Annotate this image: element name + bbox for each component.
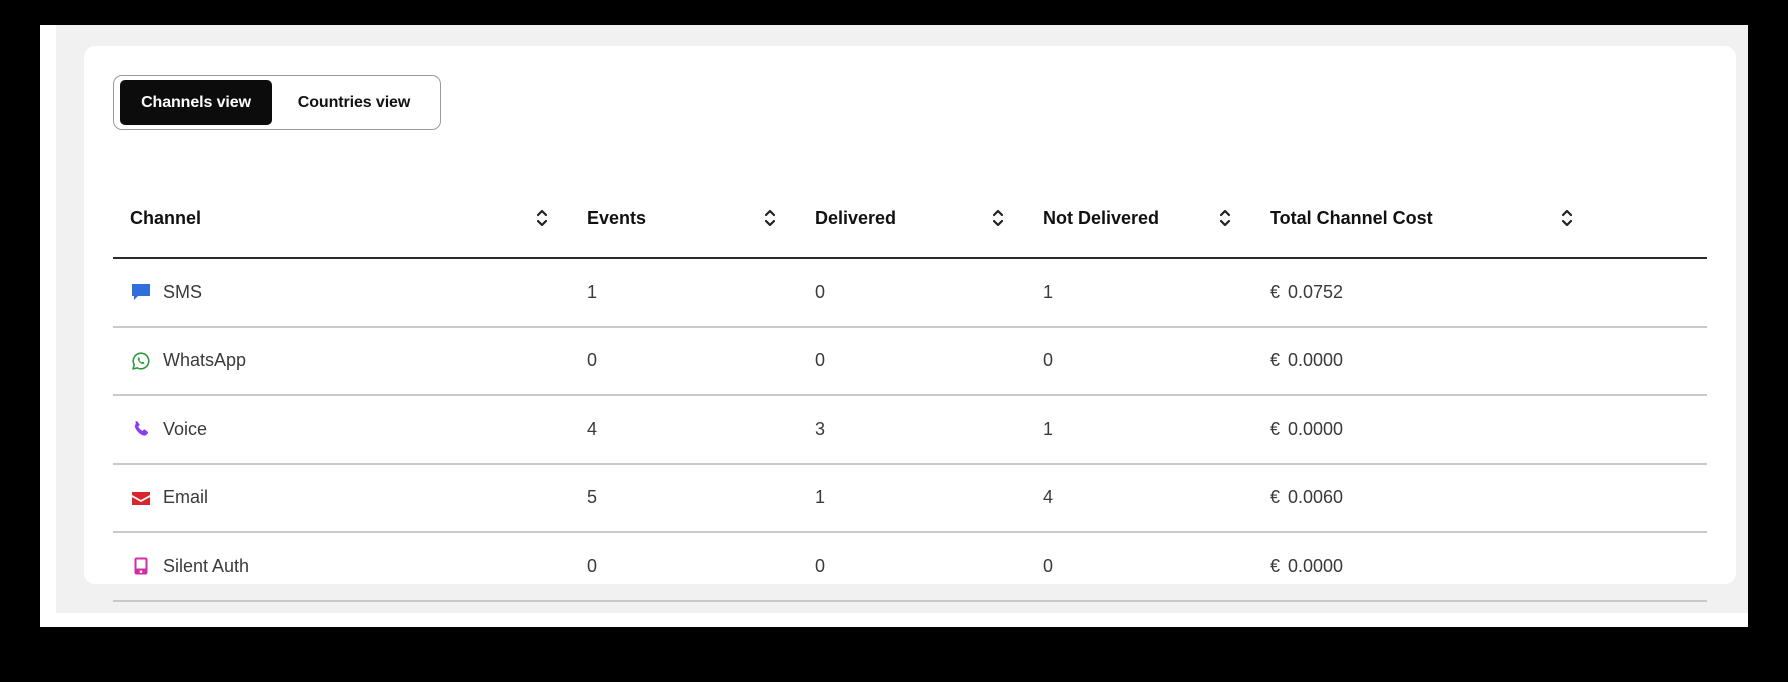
cell-events: 5 [587, 487, 598, 507]
currency-symbol: € [1270, 281, 1281, 302]
table-row: WhatsApp 0 0 0 €0.0000 [113, 328, 1707, 396]
view-toggle: Channels view Countries view [113, 75, 441, 130]
cell-total-channel-cost: €0.0060 [1270, 487, 1344, 507]
page-background: Channels view Countries view Channel Eve… [56, 25, 1748, 613]
currency-symbol: € [1270, 418, 1281, 439]
mobile-device-icon [130, 555, 152, 577]
sort-icon-total-channel-cost[interactable] [1560, 207, 1574, 229]
whatsapp-icon [130, 350, 152, 372]
cell-delivered: 0 [815, 555, 826, 576]
cell-delivered: 0 [815, 281, 826, 302]
table-header: Channel Events Delivered Not Delivered T… [113, 179, 1707, 259]
app-frame: Channels view Countries view Channel Eve… [40, 25, 1748, 627]
cell-delivered: 1 [815, 487, 826, 507]
cell-not-delivered: 4 [1043, 487, 1054, 507]
sort-icon-not-delivered[interactable] [1218, 207, 1232, 229]
cell-events: 1 [587, 281, 598, 302]
table-row: Silent Auth 0 0 0 €0.0000 [113, 533, 1707, 602]
cell-total-channel-cost: €0.0000 [1270, 555, 1344, 576]
cell-total-channel-cost: €0.0752 [1270, 281, 1344, 302]
cell-not-delivered: 0 [1043, 350, 1054, 370]
table-row: SMS 1 0 1 €0.0752 [113, 259, 1707, 328]
column-header-channel[interactable]: Channel [130, 207, 202, 228]
channels-table: Channel Events Delivered Not Delivered T… [113, 179, 1707, 602]
column-header-total-channel-cost[interactable]: Total Channel Cost [1270, 207, 1433, 228]
cell-delivered: 0 [815, 350, 826, 370]
column-header-events[interactable]: Events [587, 207, 647, 228]
channels-summary-card: Channels view Countries view Channel Eve… [84, 46, 1736, 602]
cell-delivered: 3 [815, 418, 826, 439]
sort-icon-events[interactable] [763, 207, 777, 229]
currency-symbol: € [1270, 555, 1281, 576]
channels-view-button[interactable]: Channels view [120, 80, 272, 125]
cell-events: 4 [587, 418, 598, 439]
countries-view-button[interactable]: Countries view [297, 93, 411, 111]
currency-symbol: € [1270, 487, 1281, 507]
cell-not-delivered: 1 [1043, 281, 1054, 302]
table-row: Voice 4 3 1 €0.0000 [113, 396, 1707, 465]
cell-channel: SMS [113, 259, 202, 325]
phone-icon [130, 418, 152, 440]
cell-not-delivered: 1 [1043, 418, 1054, 439]
column-header-delivered[interactable]: Delivered [815, 207, 897, 228]
email-icon [130, 487, 152, 509]
sms-icon [130, 281, 152, 303]
cell-events: 0 [587, 350, 598, 370]
cell-total-channel-cost: €0.0000 [1270, 350, 1344, 370]
cell-channel: Email [113, 465, 208, 531]
cell-channel: WhatsApp [113, 328, 246, 394]
cell-events: 0 [587, 555, 598, 576]
sort-icon-delivered[interactable] [991, 207, 1005, 229]
column-header-not-delivered[interactable]: Not Delivered [1043, 207, 1160, 228]
sort-icon-channel[interactable] [535, 207, 549, 229]
cell-total-channel-cost: €0.0000 [1270, 418, 1344, 439]
cell-channel: Silent Auth [113, 533, 249, 599]
cell-channel: Voice [113, 396, 207, 462]
currency-symbol: € [1270, 350, 1281, 370]
cell-not-delivered: 0 [1043, 555, 1054, 576]
table-row: Email 5 1 4 €0.0060 [113, 465, 1707, 533]
